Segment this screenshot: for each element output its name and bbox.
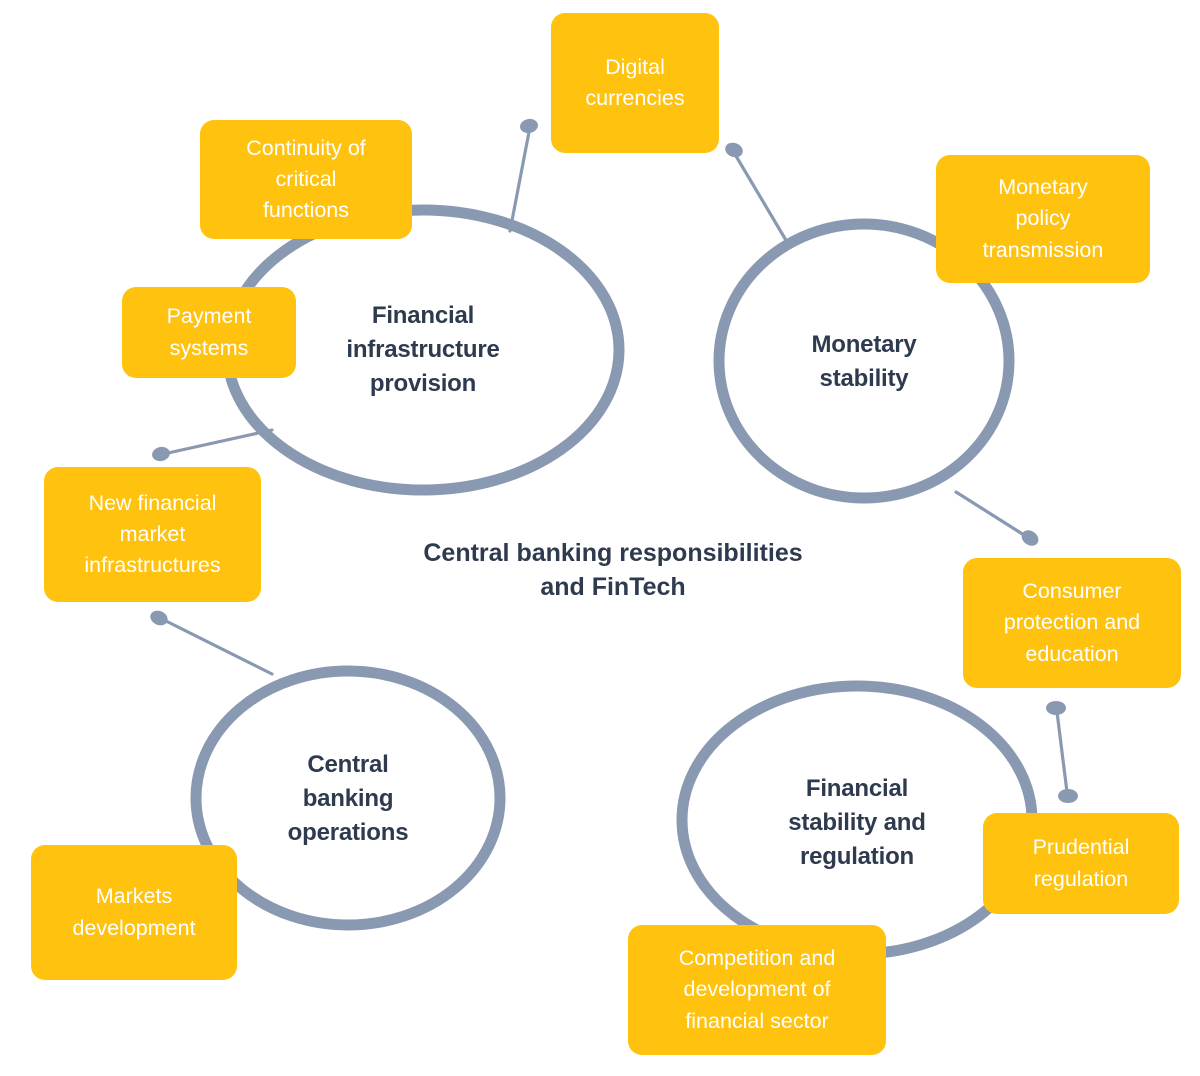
connector-new-financial-market-infrastructures-lower: [150, 610, 274, 676]
connector-endpoint-dot: [520, 118, 538, 134]
tag-payment-systems[interactable]: Payment systems: [122, 287, 296, 378]
tag-new-financial-market-infrastructures[interactable]: New financial market infrastructures: [44, 467, 261, 602]
tag-consumer-protection-and-education[interactable]: Consumer protection and education: [963, 558, 1181, 688]
diagram-center-title: Central banking responsibilities and Fin…: [423, 539, 803, 601]
circle-label-monetary-stability: Monetary stability: [811, 330, 917, 392]
connector-endpoint-dot: [1046, 701, 1066, 715]
connector-digital-currencies: [508, 118, 538, 233]
tag-digital-currencies[interactable]: Digital currencies: [551, 13, 719, 153]
connector-endpoint-dot: [1021, 530, 1039, 546]
circle-label-financial-stability-and-regulation: Financial stability and regulation: [788, 774, 926, 871]
tag-prudential-regulation[interactable]: Prudential regulation: [983, 813, 1179, 914]
ring-monetary-stability: [713, 218, 1015, 504]
connector-new-financial-market-infrastructures-upper: [152, 428, 274, 462]
connector-endpoint-dot: [725, 142, 743, 158]
connector-endpoint-dot: [152, 446, 170, 462]
ring-central-banking-operations: [190, 665, 506, 931]
connector-monetary-policy-transmission: [725, 142, 792, 249]
tag-monetary-policy-transmission[interactable]: Monetary policy transmission: [936, 155, 1150, 283]
tag-continuity-of-critical-functions[interactable]: Continuity of critical functions: [200, 120, 412, 239]
connector-consumer-protection-and-education: [954, 490, 1039, 546]
connectors: [150, 118, 1078, 803]
circle-label-financial-infrastructure-provision: Financial infrastructure provision: [346, 301, 500, 398]
tag-competition-and-development-of-financial-sector[interactable]: Competition and development of financial…: [628, 925, 886, 1055]
connector-prudential-regulation: [1046, 701, 1078, 803]
circle-label-central-banking-operations: Central banking operations: [287, 750, 409, 847]
connector-endpoint-dot: [1058, 789, 1078, 803]
connector-endpoint-dot: [150, 610, 168, 626]
tag-markets-development[interactable]: Markets development: [31, 845, 237, 980]
